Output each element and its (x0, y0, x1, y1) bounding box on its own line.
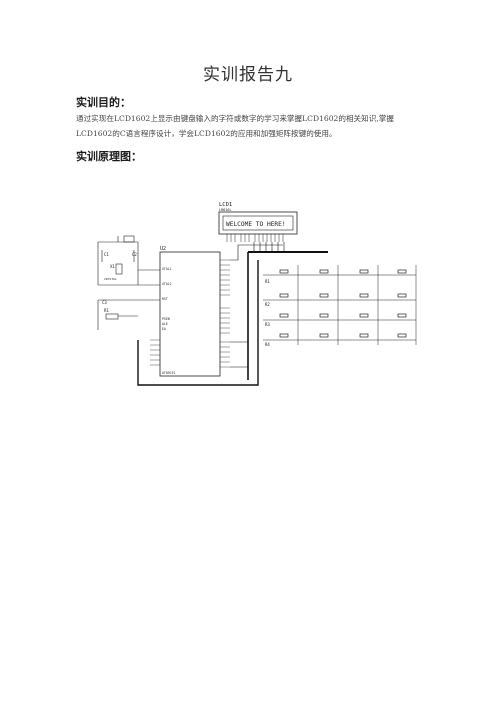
c2-label: C2 (132, 252, 137, 257)
mcu-model-label: AT89C51 (162, 371, 176, 375)
key-row-label: R1 (265, 279, 270, 284)
section-body-purpose: 通过实现在LCD1602上显示由键盘输入的字符或数字的学习来掌握LCD1602的… (76, 114, 394, 138)
bus-wires (137, 242, 328, 386)
mcu-outline (159, 251, 221, 377)
ea-label: EA (162, 327, 166, 331)
circuit-schematic: LCD1 LM016L WELCOME TO HERE! (97, 202, 417, 386)
page-title: 实训报告九 (203, 65, 293, 85)
psen-label: PSEN (162, 317, 170, 321)
mcu-ref-label: U2 (160, 246, 166, 252)
section-heading-schematic: 实训原理图： (76, 150, 142, 163)
x1-label: X1 (110, 264, 115, 269)
rst-label: RST (162, 297, 168, 301)
lcd-display-text: WELCOME TO HERE! (226, 221, 286, 228)
mcu-chip: U2 XTAL1 XTAL2 RST PSEN ALE EA AT89C51 (150, 246, 230, 377)
c3-label: C3 (102, 300, 107, 305)
lcd-ref-label: LCD1 (219, 202, 232, 208)
r1-label: R1 (104, 308, 109, 313)
key-row-label: R4 (265, 342, 270, 347)
xtal1-label: XTAL1 (162, 267, 172, 271)
section-heading-purpose: 实训目的： (76, 96, 131, 109)
c1-label: C1 (104, 252, 109, 257)
lcd-model-label: LM016L (219, 208, 232, 212)
crystal-label: CRYSTAL (104, 277, 117, 281)
lcd-screen (222, 215, 294, 231)
lcd-module: LCD1 LM016L WELCOME TO HERE! (218, 202, 298, 242)
key-row-label: R2 (265, 302, 270, 307)
xtal2-label: XTAL2 (162, 282, 172, 286)
key-row-label: R3 (265, 322, 270, 327)
ale-label: ALE (162, 322, 168, 326)
oscillator-circuit (97, 235, 160, 330)
key-matrix (263, 265, 417, 345)
